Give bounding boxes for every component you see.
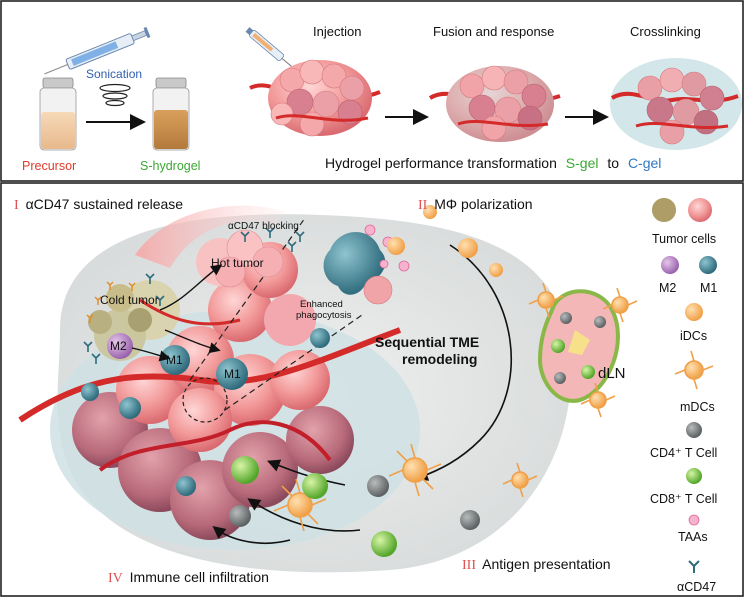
legend-m2: M2 [659,281,676,295]
step-4-title: IV Immune cell infiltration [108,569,269,586]
acd47-antibody-marks [83,227,305,364]
mdc-cells [273,282,638,532]
step-2-title: II MΦ polarization [418,196,533,213]
cd47-blocking-label: αCD47 blocking [228,221,299,232]
legend-taas: TAAs [678,530,708,544]
m1-label: M1 [224,367,241,381]
m1-label: M1 [166,353,183,367]
legend-idcs: iDCs [680,329,707,343]
injection-label: Injection [313,24,361,39]
m1-macrophage-icon [176,476,196,496]
legend-cd8-icon [686,468,702,484]
fusion-label: Fusion and response [433,24,554,39]
transformation-text: Hydrogel performance transformation [325,155,557,171]
dln-label: dLN [598,365,626,382]
syringe-icon [44,26,151,75]
legend-taa-icon [688,514,700,526]
hot-tumor-label: Hot tumor [211,256,264,270]
m1-macrophage-icon [119,397,141,419]
tme-title-line-2: remodeling [402,351,477,367]
enhanced-phagocytosis-label-2: phagocytosis [296,310,352,321]
legend-acd47-icon [688,560,700,573]
s-hydrogel-vial-icon [152,77,190,151]
zoom-line [224,314,363,411]
legend-mdc-icon [674,350,714,390]
cold-tumor-cells [88,284,152,334]
legend: Tumor cells M2 M1 iDCs mDCs CD4⁺ T Cell … [650,198,717,594]
release-sweep-arrow [135,205,285,268]
enhanced-phagocytosis-label-1: Enhanced [300,299,343,310]
to-label: to [607,155,619,171]
idc-cells [387,205,503,277]
legend-m1-icon [699,256,717,274]
zoom-circle [182,377,228,423]
precursor-vial-icon [39,77,77,151]
step-3-title: III Antigen presentation [462,556,611,573]
s-hydrogel-label: S-hydrogel [140,159,200,173]
tumor-crosslinking-icon [610,58,742,150]
tumor-mass [18,238,420,550]
legend-m2-icon [661,256,679,274]
legend-cd8: CD8⁺ T Cell [650,492,717,506]
hot-tumor-cells [214,229,284,288]
cd47-receptor-marks [86,281,136,323]
legend-acd47: αCD47 [677,580,716,594]
sonication-waves-icon [99,83,131,107]
tumor-fusion-icon [428,65,561,142]
m1-macrophage-icon [81,383,99,401]
flow-arrows-internal [131,264,223,362]
legend-tumor-cells: Tumor cells [652,232,716,246]
precursor-label: Precursor [22,159,76,173]
m1-macrophage-icon [216,358,248,390]
legend-tumor-cell-icon [688,198,712,222]
legend-cd4-icon [686,422,702,438]
legend-idc-icon [685,303,703,321]
lymph-node-icon [537,289,620,403]
sequential-arrow [414,244,512,481]
cgel-label: C-gel [628,155,661,171]
m1-phagocytosis-icon [323,232,393,305]
crosslinking-label: Crosslinking [630,24,701,39]
legend-m1: M1 [700,281,717,295]
tumor-injection-icon [249,59,381,137]
sgel-label: S-gel [566,155,599,171]
step-1-title: I αCD47 sustained release [14,196,183,213]
legend-mdcs: mDCs [680,400,715,414]
t-cells [229,456,480,557]
m2-macrophage-icon [107,333,133,359]
legend-cd4: CD4⁺ T Cell [650,446,717,460]
sonication-label: Sonication [86,67,142,81]
m1-macrophage-icon [310,328,330,348]
m2-label: M2 [110,339,127,353]
tme-title-line-1: Sequential TME [375,334,479,350]
transformation-caption: Hydrogel performance transformation S-ge… [325,155,661,171]
cold-tumor-label: Cold tumor [100,293,159,307]
